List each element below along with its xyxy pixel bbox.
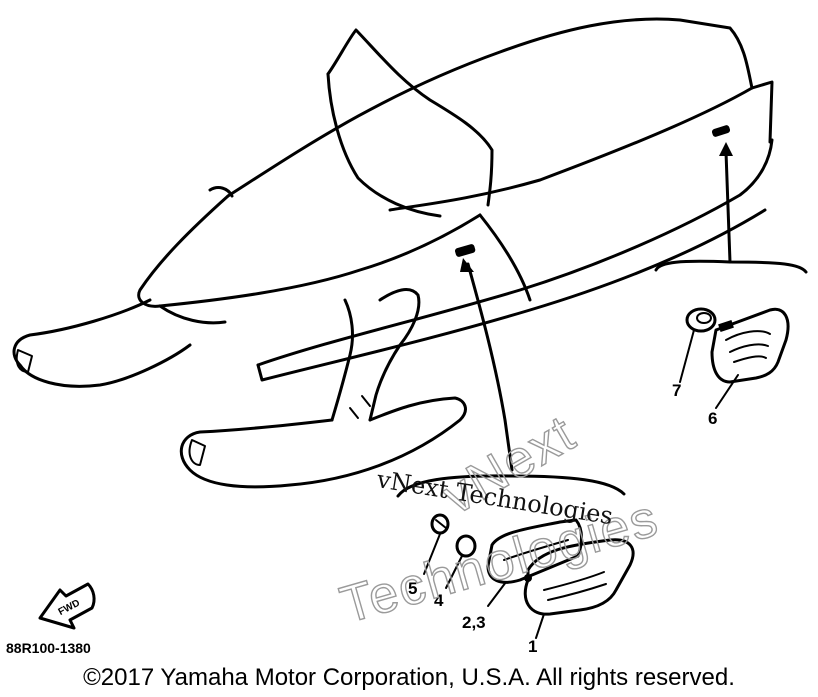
- callout-2-3: 2,3: [462, 613, 486, 632]
- leader-6: [715, 374, 739, 409]
- callout-5: 5: [408, 579, 417, 598]
- callout-6: 6: [708, 409, 717, 428]
- washer-part-4: [455, 534, 477, 558]
- leader-2-3: [487, 581, 507, 607]
- screw-part-5: [430, 513, 450, 535]
- leader-7: [679, 329, 695, 383]
- grommet-part-7: [685, 307, 717, 333]
- forward-arrow-icon: FWD: [38, 582, 96, 630]
- callout-1: 1: [528, 637, 537, 656]
- snowmobile-illustration: [12, 17, 774, 489]
- side-marker-part-6: [710, 307, 790, 384]
- watermark: vNext Technologies vNext Technologies: [334, 404, 666, 636]
- part-code: 88R100-1380: [6, 640, 91, 656]
- lens-part-1: [523, 538, 635, 616]
- callout-4: 4: [434, 591, 444, 610]
- leader-5: [423, 533, 441, 575]
- leader-4: [445, 555, 463, 589]
- copyright-notice: ©2017 Yamaha Motor Corporation, U.S.A. A…: [83, 664, 735, 691]
- leader-arrows: [396, 142, 808, 498]
- callout-7: 7: [672, 381, 681, 400]
- leader-1: [535, 613, 545, 639]
- housing-part-2-3: [486, 518, 583, 584]
